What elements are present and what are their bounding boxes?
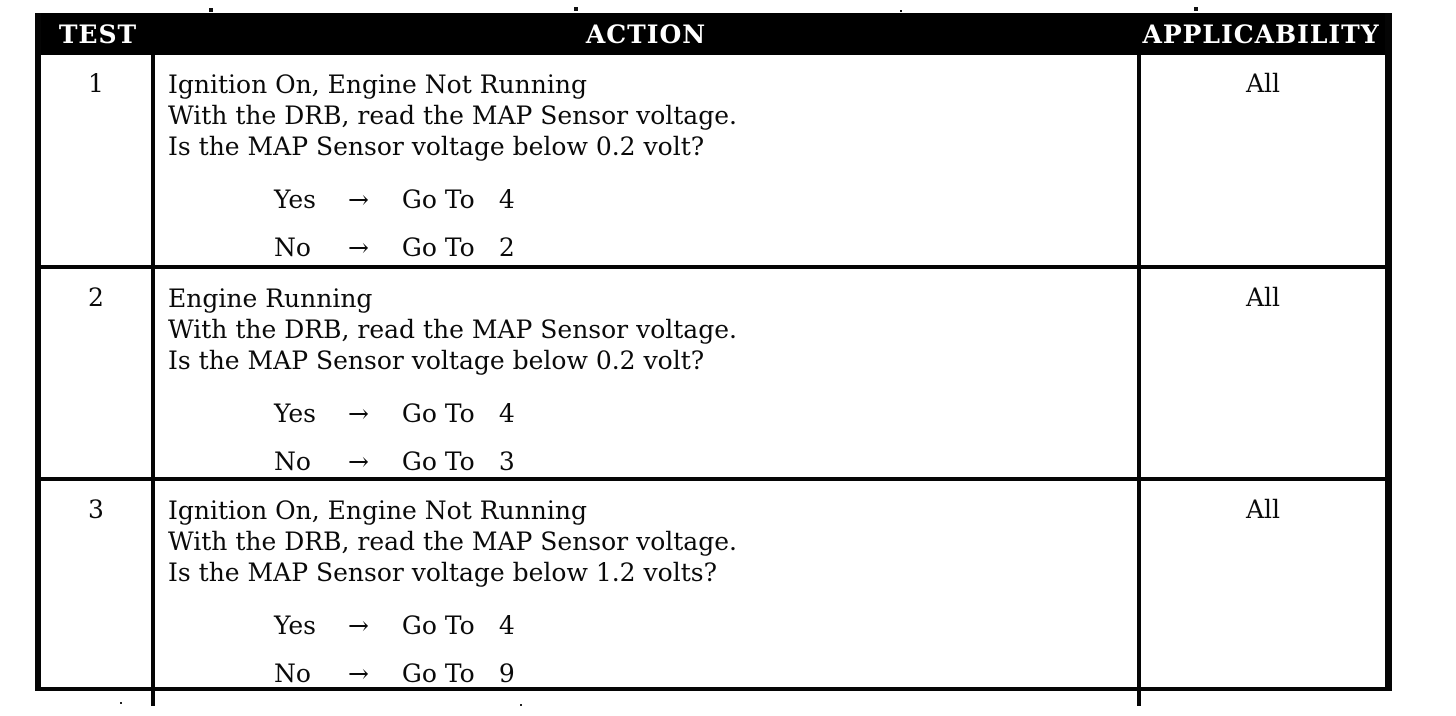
action-line: Engine Running (168, 284, 373, 313)
action-cell: Ignition On, Engine Not Running With the… (155, 481, 1137, 706)
action-line: Ignition On, Engine Not Running (168, 496, 587, 525)
goto-label: Go To (401, 399, 475, 428)
applicability-value: All (1137, 55, 1385, 280)
goto-target: 9 (498, 659, 515, 688)
branch-answer: Yes (274, 399, 316, 428)
branch-no: No → Go To 3 (168, 446, 1129, 477)
diagnostic-test-table: TEST ACTION APPLICABILITY 1 Ignition On,… (35, 13, 1392, 706)
applicability-value: All (1137, 269, 1385, 494)
table-row-test-1: 1 Ignition On, Engine Not Running With t… (41, 55, 1385, 280)
right-arrow-icon: → (347, 447, 369, 476)
branch-yes: Yes → Go To 4 (168, 398, 1129, 429)
right-arrow-icon: → (347, 233, 369, 262)
action-line: Ignition On, Engine Not Running (168, 70, 587, 99)
branch-answer: No (274, 233, 311, 262)
action-cell: Ignition On, Engine Not Running With the… (155, 55, 1137, 280)
action-line: With the DRB, read the MAP Sensor voltag… (168, 101, 737, 130)
scan-noise-specks (0, 0, 2, 2)
right-arrow-icon: → (347, 611, 369, 640)
goto-target: 4 (498, 611, 515, 640)
table-row-test-2: 2 Engine Running With the DRB, read the … (41, 265, 1385, 494)
branch-answer: Yes (274, 185, 316, 214)
goto-target: 3 (498, 447, 515, 476)
test-number: 3 (41, 481, 155, 706)
branch-list: Yes → Go To 4 No → Go To 3 (168, 398, 1129, 477)
action-line: Is the MAP Sensor voltage below 0.2 volt… (168, 132, 705, 161)
applicability-value: All (1137, 481, 1385, 706)
table-row-test-3: 3 Ignition On, Engine Not Running With t… (41, 477, 1385, 706)
goto-target: 2 (498, 233, 515, 262)
goto-target: 4 (498, 399, 515, 428)
branch-yes: Yes → Go To 4 (168, 184, 1129, 215)
branch-yes: Yes → Go To 4 (168, 610, 1129, 641)
action-line: With the DRB, read the MAP Sensor voltag… (168, 315, 737, 344)
column-header-test: TEST (58, 19, 138, 49)
action-line: Is the MAP Sensor voltage below 1.2 volt… (168, 558, 717, 587)
column-header-applicability: APPLICABILITY (1142, 19, 1380, 49)
branch-list: Yes → Go To 4 No → Go To 9 (168, 610, 1129, 689)
action-cell: Engine Running With the DRB, read the MA… (155, 269, 1137, 494)
right-arrow-icon: → (347, 399, 369, 428)
column-header-action: ACTION (585, 19, 707, 49)
action-line: Is the MAP Sensor voltage below 0.2 volt… (168, 346, 705, 375)
action-line: With the DRB, read the MAP Sensor voltag… (168, 527, 737, 556)
goto-target: 4 (498, 185, 515, 214)
branch-no: No → Go To 9 (168, 658, 1129, 689)
branch-answer: No (274, 659, 311, 688)
test-number: 1 (41, 55, 155, 280)
goto-label: Go To (401, 185, 475, 214)
branch-answer: No (274, 447, 311, 476)
branch-no: No → Go To 2 (168, 232, 1129, 263)
right-arrow-icon: → (347, 185, 369, 214)
goto-label: Go To (401, 611, 475, 640)
branch-list: Yes → Go To 4 No → Go To 2 (168, 184, 1129, 263)
test-number: 2 (41, 269, 155, 494)
right-arrow-icon: → (347, 659, 369, 688)
goto-label: Go To (401, 447, 475, 476)
branch-answer: Yes (274, 611, 316, 640)
goto-label: Go To (401, 659, 475, 688)
table-header-row: TEST ACTION APPLICABILITY (41, 13, 1385, 55)
goto-label: Go To (401, 233, 475, 262)
